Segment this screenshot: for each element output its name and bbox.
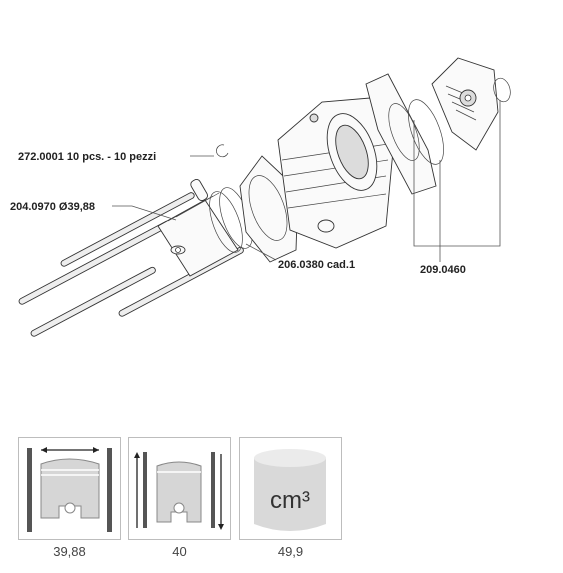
cylinder-studs <box>18 192 244 337</box>
base-gasket-label: 206.0380 cad.1 <box>278 259 355 271</box>
spec-box-stroke <box>128 437 231 540</box>
piston-pin-drawing <box>190 179 208 202</box>
cylinder-drawing <box>277 97 395 249</box>
o-ring-drawing <box>408 99 444 165</box>
cylinder-head-drawing <box>431 57 499 151</box>
small-o-ring-drawing <box>493 77 511 103</box>
piston-drawing <box>157 192 239 277</box>
spec-value-diameter: 39,88 <box>53 544 86 559</box>
head-gasket-label: 209.0460 <box>420 264 466 276</box>
circlip-drawing <box>216 144 229 158</box>
piston-label: 204.0970 Ø39,88 <box>10 201 95 213</box>
spec-box-diameter <box>18 437 121 540</box>
circlip-label: 272.0001 10 pcs. - 10 pezzi <box>18 151 156 163</box>
piston-stroke-icon <box>134 452 224 530</box>
spec-value-stroke: 40 <box>172 544 187 559</box>
exploded-diagram: 272.0001 10 pcs. - 10 pezzi 204.0970 Ø39… <box>10 57 511 337</box>
displacement-cylinder-icon: cm³ <box>254 449 326 531</box>
displacement-unit: cm³ <box>270 487 310 514</box>
piston-diameter-icon <box>27 447 112 532</box>
spec-box-displacement: cm³ <box>239 437 342 540</box>
leader-lines <box>112 100 501 262</box>
spec-value-displacement: 49,9 <box>277 544 304 559</box>
